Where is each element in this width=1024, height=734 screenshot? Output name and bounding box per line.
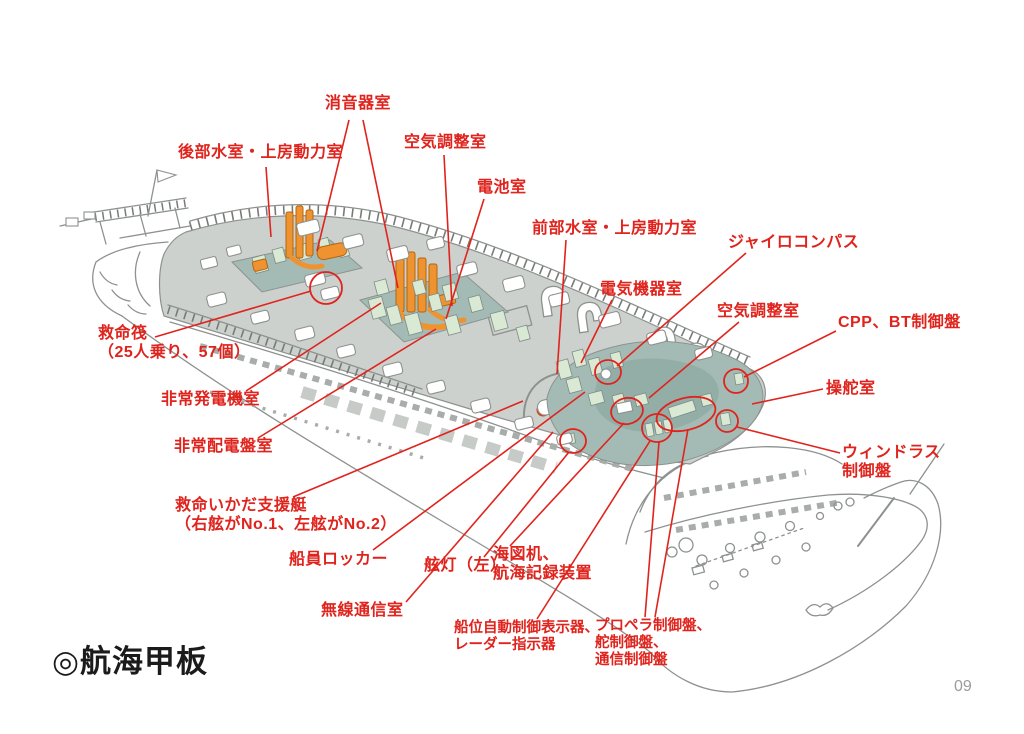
leader-line-position-control-display-radar <box>536 440 651 620</box>
leader-line-crew-locker <box>372 391 586 551</box>
leader-line-windlass-control-panel <box>736 426 841 454</box>
highlight-circle-console <box>655 395 717 433</box>
highlight-circle-gyrocompass <box>594 359 622 385</box>
page-title: ◎航海甲板 <box>52 644 209 679</box>
leader-line-electric-equipment-room <box>580 299 613 364</box>
leader-line-rescue-boat <box>292 400 524 498</box>
leader-line-cpp-bt-control-panel <box>743 330 837 378</box>
leader-line-air-conditioning-room-fore <box>648 321 740 399</box>
leader-line-gyrocompass <box>616 252 747 367</box>
leader-line-emergency-switchboard-room <box>257 328 437 439</box>
leader-line-wheelhouse <box>751 388 824 405</box>
bow-emblem-icon <box>805 603 834 617</box>
leader-line-battery-room <box>445 198 485 320</box>
leader-lines <box>154 119 841 620</box>
stern-structure <box>59 169 191 245</box>
mid-deck-rooms <box>367 278 531 343</box>
leader-line-fore-water-galley-power-room <box>556 239 567 375</box>
leader-line-air-conditioning-room-aft <box>443 154 453 307</box>
bridge-deck <box>546 340 764 467</box>
highlight-circle-control-cabinets <box>641 413 673 443</box>
leader-line-muffler-room <box>316 119 350 252</box>
flag-icon <box>147 169 178 217</box>
leader-line-propeller-rudder-comm-control-panels <box>654 428 689 618</box>
leader-line-radio-room <box>405 431 554 603</box>
highlight-circles <box>309 271 749 454</box>
orange-pipes-mid <box>395 251 467 331</box>
leader-line-aft-water-galley-power-room <box>265 166 272 238</box>
highlight-circle-cpp-bt <box>723 368 749 394</box>
leader-line-life-rafts <box>154 290 312 338</box>
highlight-circle-chart-desk <box>610 396 644 426</box>
page-number: 09 <box>954 678 972 695</box>
leader-line-emergency-generator-room <box>245 302 382 392</box>
highlight-circle-windlass <box>715 409 739 433</box>
highlight-circle-side-light <box>559 428 587 454</box>
highlight-circle-life-rafts <box>309 271 343 305</box>
leader-line-muffler-room <box>362 119 399 289</box>
leader-line-chart-desk-voyage-recorder <box>509 422 625 547</box>
leader-line-side-light-port <box>483 451 570 558</box>
leader-line-propeller-rudder-comm-control-panels <box>644 441 660 618</box>
